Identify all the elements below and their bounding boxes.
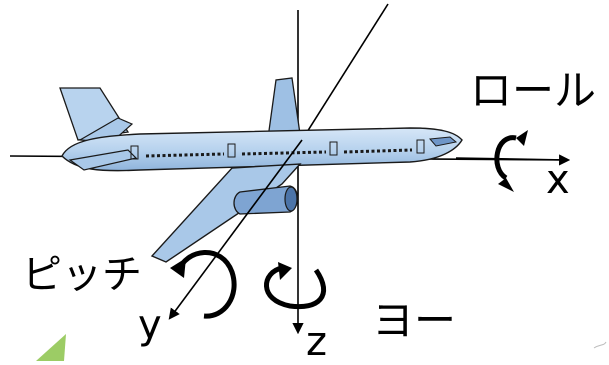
corner-curl-mark <box>593 341 607 349</box>
z-axis-label: z <box>306 319 327 365</box>
roll-rotation-arrow-icon <box>494 130 528 192</box>
x-axis-label: x <box>546 157 570 203</box>
y-axis-line <box>168 139 303 320</box>
yaw-rotation-arrow-icon <box>264 262 327 310</box>
diagonal-axis-line <box>301 3 389 141</box>
pitch-rotation-arrow-icon <box>170 250 237 319</box>
pitch-label: ピッチ <box>22 252 142 298</box>
airplane-illustration <box>59 77 463 263</box>
roll-label: ロール <box>470 66 597 115</box>
yaw-label: ヨー <box>372 296 457 345</box>
y-axis-label: y <box>138 302 162 348</box>
corner-accent-shape <box>36 334 66 361</box>
